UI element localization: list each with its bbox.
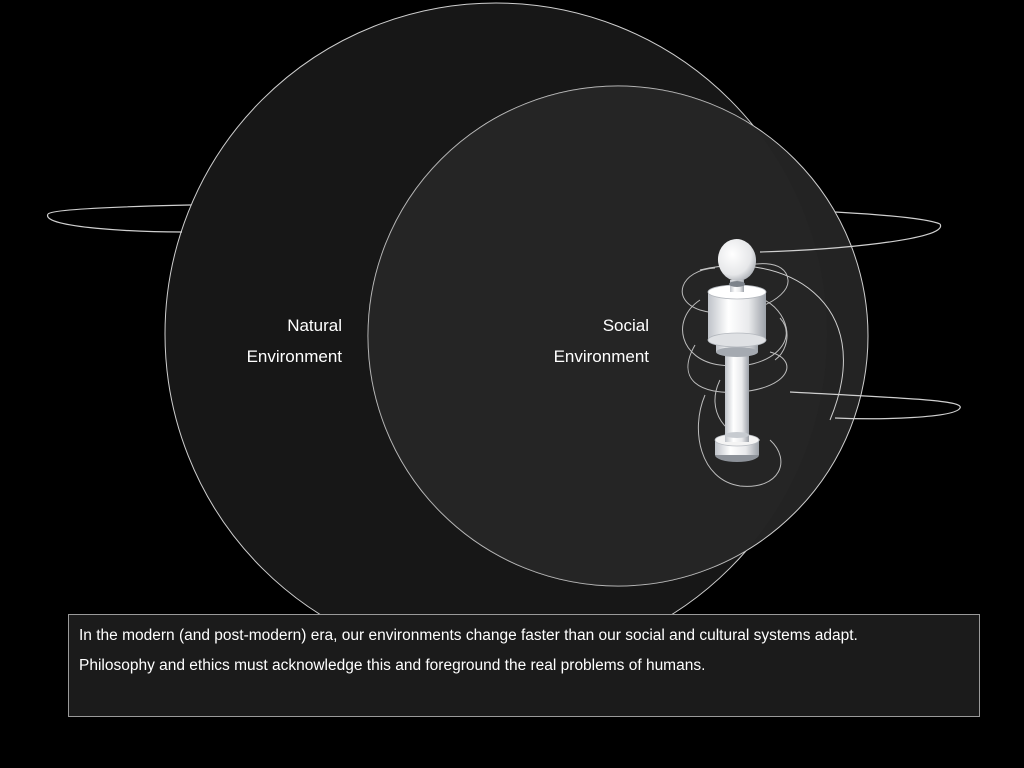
orbit-ring-front-right bbox=[759, 223, 941, 253]
caption-line1: In the modern (and post-modern) era, our… bbox=[79, 627, 858, 644]
orbit-ring-front-left bbox=[47, 213, 183, 233]
natural-environment-label: Natural Environment bbox=[247, 310, 342, 372]
natural-label-line1: Natural bbox=[287, 316, 342, 335]
lower-orbit bbox=[789, 391, 961, 420]
natural-label-line2: Environment bbox=[246, 347, 342, 366]
robot-figure bbox=[707, 239, 767, 462]
social-environment-label: Social Environment bbox=[554, 310, 649, 372]
caption-box: In the modern (and post-modern) era, our… bbox=[68, 614, 980, 717]
caption-line2: Philosophy and ethics must acknowledge t… bbox=[79, 657, 706, 674]
social-label-line1: Social bbox=[602, 316, 649, 335]
social-label-line2: Environment bbox=[553, 347, 649, 366]
